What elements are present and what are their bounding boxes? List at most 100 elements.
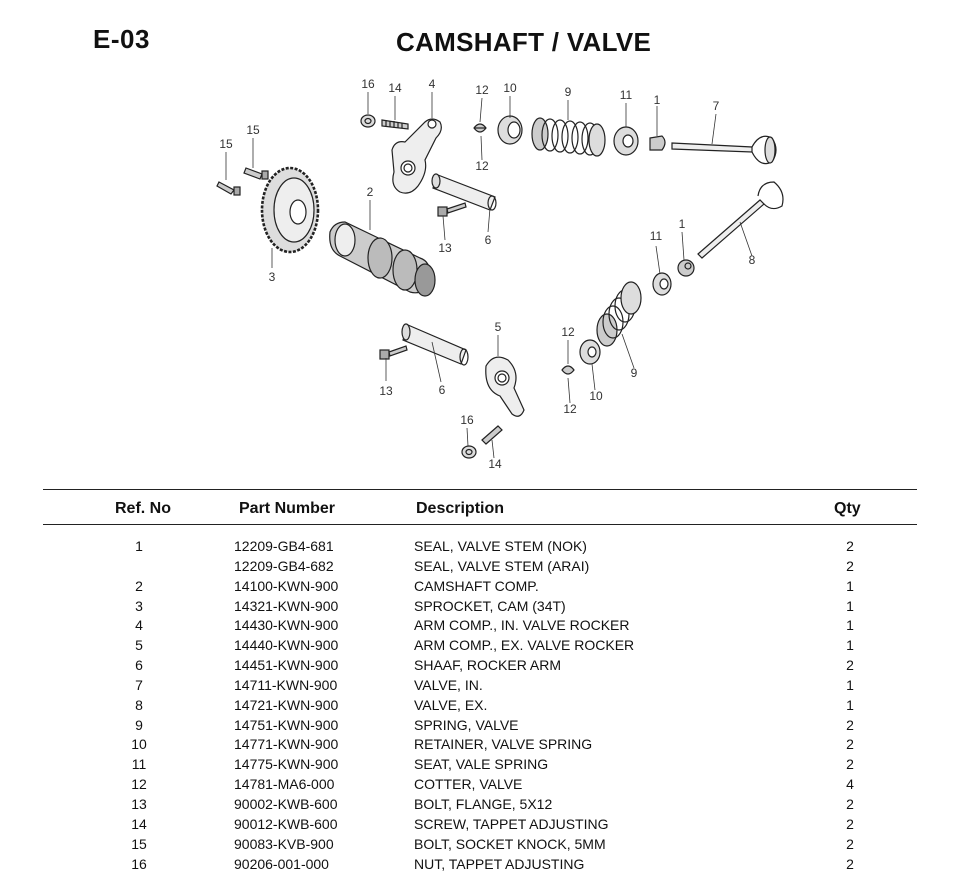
- callout: 7: [713, 99, 720, 113]
- callout: 13: [438, 241, 452, 255]
- ref-no-cell: 8: [135, 696, 143, 713]
- valve-stem-seal-lower: [677, 259, 695, 277]
- description-cell: ARM COMP., EX. VALVE ROCKER: [414, 637, 635, 654]
- callout: 9: [631, 366, 638, 380]
- description-cell: SPRING, VALVE: [414, 716, 519, 733]
- ref-no-cell: 3: [135, 597, 143, 614]
- part-number-cell: 90083-KVB-900: [234, 835, 334, 852]
- callout: 4: [429, 77, 436, 91]
- table-header-rule: [43, 524, 917, 525]
- callout: 1: [679, 217, 686, 231]
- callout: 16: [460, 413, 474, 427]
- flange-bolt-top: [437, 202, 467, 217]
- spring-seat-lower: [652, 272, 672, 296]
- qty-cell: 2: [846, 795, 854, 812]
- callout: 16: [361, 77, 375, 91]
- callout: 11: [650, 229, 663, 243]
- valve-cotter-top: [473, 123, 487, 133]
- ref-no-cell: 10: [131, 736, 147, 753]
- part-number-cell: 14321-KWN-900: [234, 597, 339, 614]
- callout: 12: [561, 325, 575, 339]
- description-cell: NUT, TAPPET ADJUSTING: [414, 855, 585, 872]
- part-number-cell: 14781-MA6-000: [234, 776, 335, 793]
- callout: 12: [475, 83, 489, 97]
- ref-no-cell: 4: [135, 617, 143, 634]
- qty-cell: 2: [846, 835, 854, 852]
- ref-no-cell: 5: [135, 637, 143, 654]
- description-cell: SCREW, TAPPET ADJUSTING: [414, 815, 609, 832]
- callout: 8: [749, 253, 756, 267]
- part-number-cell: 14711-KWN-900: [234, 676, 338, 693]
- callout: 15: [246, 123, 260, 137]
- qty-cell: 2: [846, 736, 854, 753]
- ref-no-cell: 13: [131, 795, 147, 812]
- description-cell: SEAT, VALE SPRING: [414, 756, 549, 773]
- description-cell: SEAL, VALVE STEM (ARAI): [414, 557, 590, 574]
- callout: 6: [439, 383, 446, 397]
- qty-cell: 1: [846, 577, 854, 594]
- qty-cell: 2: [846, 557, 854, 574]
- part-number-cell: 14721-KWN-900: [234, 696, 339, 713]
- description-cell: BOLT, FLANGE, 5X12: [414, 795, 553, 812]
- callout: 12: [475, 159, 489, 173]
- valve-cotter-lower: [561, 365, 575, 375]
- camshaft: [329, 221, 436, 297]
- cam-sprocket: [260, 166, 320, 254]
- table-row: 12 14781-MA6-000 COTTER, VALVE 4: [0, 776, 978, 796]
- description-cell: BOLT, SOCKET KNOCK, 5MM: [414, 835, 606, 852]
- table-row: 15 90083-KVB-900 BOLT, SOCKET KNOCK, 5MM 2: [0, 836, 978, 856]
- callout: 15: [219, 137, 233, 151]
- callout: 2: [367, 185, 374, 199]
- callout: 14: [388, 81, 402, 95]
- callout: 12: [563, 402, 577, 416]
- description-cell: SPROCKET, CAM (34T): [414, 597, 566, 614]
- flange-bolt-lower: [379, 345, 408, 360]
- intake-valve: [671, 135, 777, 165]
- header-ref-no: Ref. No: [115, 500, 171, 517]
- callout: 10: [503, 81, 517, 95]
- callout: 5: [495, 320, 502, 334]
- qty-cell: 4: [846, 776, 854, 793]
- table-row: 13 90002-KWB-600 BOLT, FLANGE, 5X12 2: [0, 796, 978, 816]
- callout: 3: [269, 270, 276, 284]
- valve-spring-top: [531, 117, 606, 157]
- tappet-screw-top: [381, 119, 409, 130]
- ref-no-cell: 16: [131, 855, 147, 872]
- part-number-cell: 14771-KWN-900: [234, 736, 339, 753]
- rocker-arm-intake: [391, 118, 442, 194]
- callout: 10: [589, 389, 603, 403]
- callout: 14: [488, 457, 502, 471]
- callout: 9: [565, 85, 572, 99]
- description-cell: SHAAF, ROCKER ARM: [414, 657, 562, 674]
- description-cell: COTTER, VALVE: [414, 776, 523, 793]
- callout: 1: [654, 93, 661, 107]
- header-qty: Qty: [834, 500, 861, 517]
- tappet-nut-top: [360, 114, 376, 128]
- spring-retainer-lower: [579, 339, 601, 365]
- ref-no-cell: 11: [131, 756, 147, 773]
- tappet-nut-lower: [461, 445, 477, 459]
- page-code: E-03: [93, 24, 150, 54]
- part-number-cell: 14451-KWN-900: [234, 657, 339, 674]
- ref-no-cell: 14: [131, 815, 147, 832]
- description-cell: SEAL, VALVE STEM (NOK): [414, 538, 587, 554]
- valve-stem-seal-top: [649, 135, 666, 151]
- ref-no-cell: 12: [131, 776, 147, 793]
- part-number-cell: 14100-KWN-900: [234, 577, 339, 594]
- part-number-cell: 90002-KWB-600: [234, 795, 338, 812]
- header-part-number: Part Number: [239, 500, 336, 517]
- callout: 11: [620, 88, 633, 102]
- part-number-cell: 14751-KWN-900: [234, 716, 339, 733]
- exploded-parts-diagram: 16 14 4 12 10 9 11 1 7 15 15 2 12 13 6 3…: [216, 77, 784, 471]
- ref-no-cell: 1: [135, 538, 143, 554]
- ref-no-cell: 15: [131, 835, 147, 852]
